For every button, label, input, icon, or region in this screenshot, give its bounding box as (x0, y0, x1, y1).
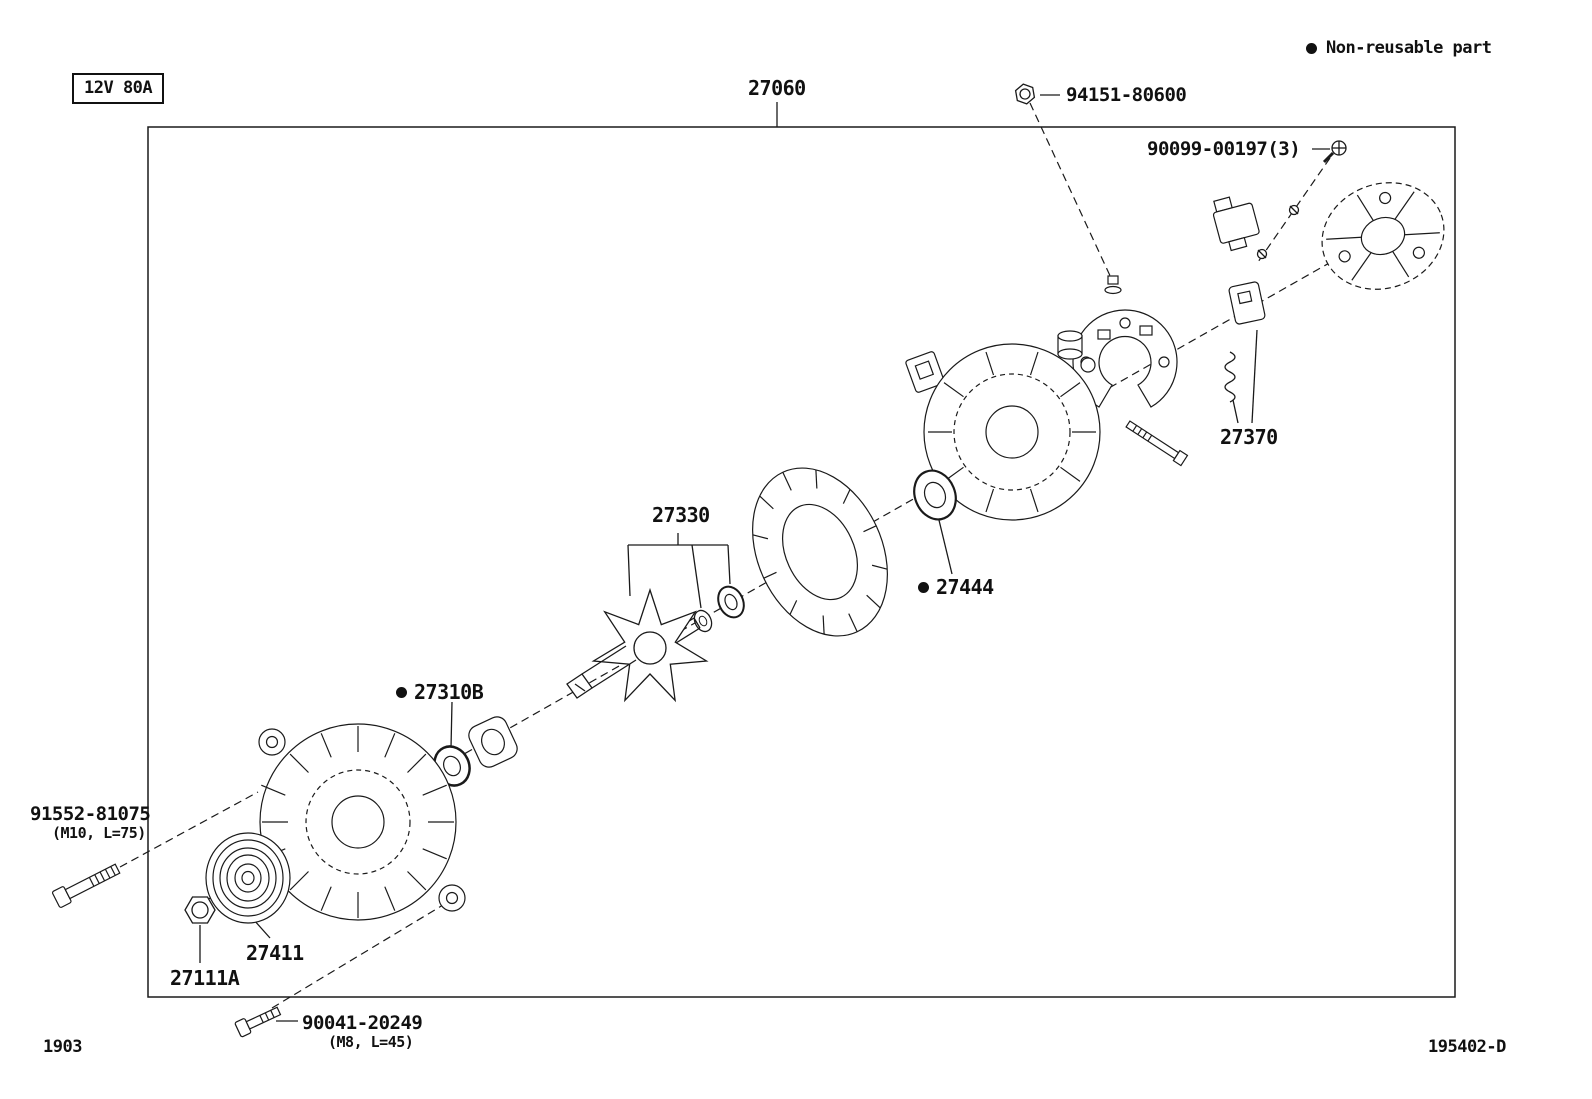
pulley-nut (184, 896, 216, 924)
brush-spring (1224, 351, 1236, 403)
label-alternator-assembly: 27060 (748, 76, 806, 100)
non-reusable-icon (918, 581, 929, 593)
housing-bolt-icon (52, 863, 121, 908)
rear-cover (1321, 182, 1445, 290)
rotor-washer-large (717, 585, 745, 619)
label-pulley: 27411 (246, 941, 304, 965)
label-bracket-bolt-spec: (M8, L=45) (328, 1033, 414, 1051)
bearing-cover-bushing (1057, 330, 1083, 360)
legend-text: Non-reusable part (1326, 38, 1492, 58)
rear-bearing (913, 469, 957, 521)
legend-non-reusable: Non-reusable part (1306, 38, 1492, 58)
label-front-bearing: 27310B (396, 680, 484, 704)
label-housing-bolt-spec: (M10, L=75) (52, 824, 146, 842)
stator-lead-bracket (905, 351, 945, 393)
terminal-nut-icon (1014, 83, 1036, 105)
bracket-bolt-icon (234, 1006, 282, 1038)
label-cover-screw: 90099-00197(3) (1147, 138, 1301, 160)
stator (752, 467, 888, 637)
label-housing-bolt: 91552-81075 (30, 803, 151, 825)
rotor (566, 587, 709, 703)
page-number: 1903 (43, 1037, 82, 1057)
label-bracket-bolt: 90041-20249 (302, 1012, 423, 1034)
label-rotor: 27330 (652, 503, 710, 527)
rectifier (1072, 275, 1178, 408)
voltage-rating-box: 12V 80A (72, 73, 165, 104)
rear-housing (923, 343, 1101, 521)
label-brush-holder-regulator: 27370 (1220, 425, 1278, 449)
pulley (205, 832, 291, 924)
brush-holder (1212, 196, 1260, 252)
diagram-frame (147, 126, 1456, 998)
non-reusable-icon (396, 686, 407, 698)
label-pulley-nut: 27111A (170, 966, 240, 990)
bearing-retainer (468, 716, 518, 768)
label-terminal-nut: 94151-80600 (1066, 84, 1187, 106)
rear-through-screw (1125, 420, 1189, 467)
regulator-connector (1228, 281, 1266, 325)
front-housing (258, 723, 466, 921)
label-rear-bearing: 27444 (918, 575, 994, 599)
figure-code: 195402-D (1428, 1037, 1506, 1057)
non-reusable-icon (1306, 42, 1317, 54)
cover-screw-icons (1256, 140, 1347, 260)
leader-lines (199, 94, 1330, 1022)
